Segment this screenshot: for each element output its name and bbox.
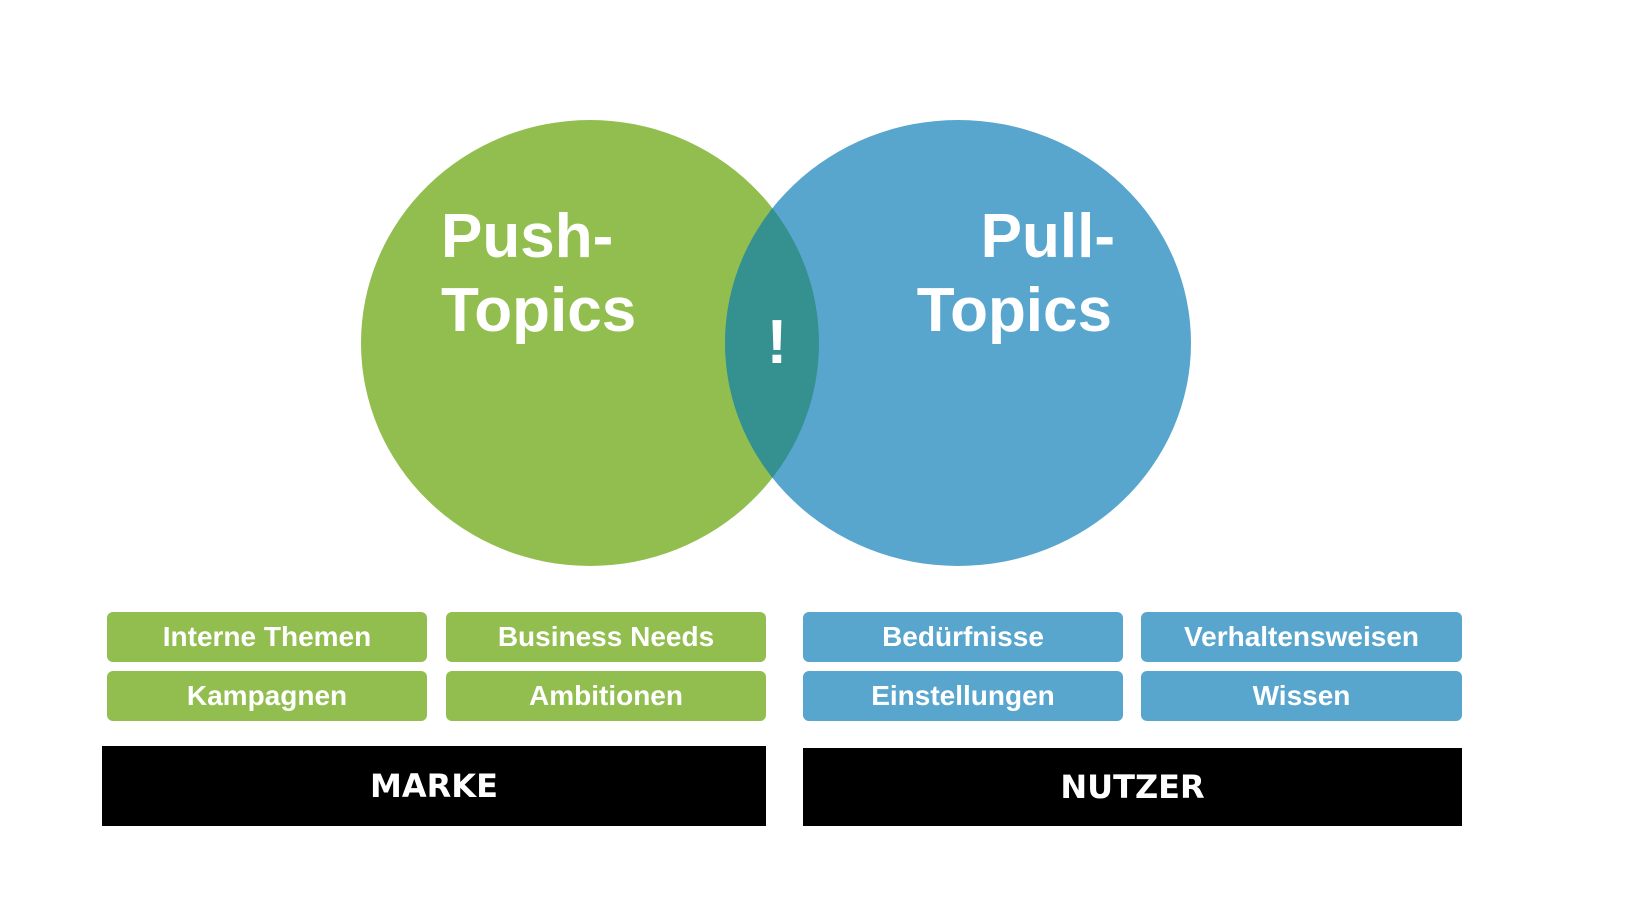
nutzer-bar: NUTZER: [803, 748, 1462, 826]
marke-item-interne-themen: Interne Themen: [107, 612, 427, 662]
nutzer-item-beduerfnisse: Bedürfnisse: [803, 612, 1123, 662]
push-topics-label-line1: Push-: [441, 202, 613, 271]
marke-bar: MARKE: [102, 746, 766, 826]
nutzer-item-wissen: Wissen: [1141, 671, 1462, 721]
pull-topics-label-line2: Topics: [917, 276, 1112, 345]
push-topics-circle: [361, 120, 819, 566]
overlap-exclamation: !: [767, 308, 788, 377]
marke-item-ambitionen: Ambitionen: [446, 671, 766, 721]
marke-item-business-needs: Business Needs: [446, 612, 766, 662]
pull-topics-circle: [725, 120, 1191, 566]
nutzer-item-einstellungen: Einstellungen: [803, 671, 1123, 721]
marke-item-kampagnen: Kampagnen: [107, 671, 427, 721]
pull-topics-label-line1: Pull-: [981, 202, 1115, 271]
nutzer-item-verhaltensweisen: Verhaltensweisen: [1141, 612, 1462, 662]
push-topics-label-line2: Topics: [441, 276, 636, 345]
